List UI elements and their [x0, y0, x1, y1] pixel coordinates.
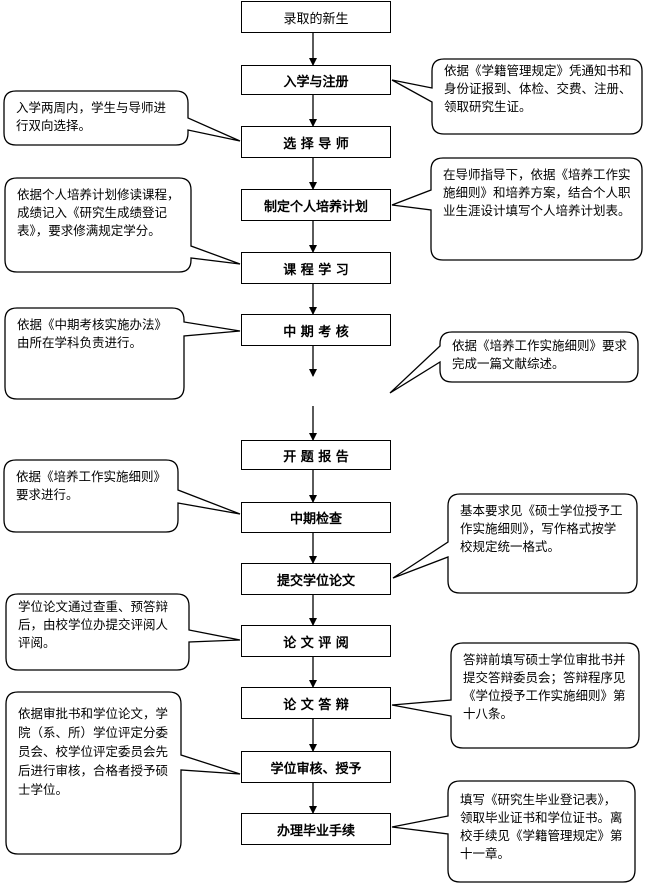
- step-thesis-defense: 论 文 答 辩: [241, 687, 391, 719]
- step-training-plan: 制定个人培养计划: [241, 189, 391, 221]
- note-defense: 答辩前填写硕士学位审批书并提交答辩委员会；答辩程序见《学位授予工作实施细则》第十…: [463, 652, 626, 721]
- step-midterm-check: 中期检查: [241, 502, 391, 533]
- note-plan: 在导师指导下，依据《培养工作实施细则》和培养方案，结合个人职业生涯设计填写个人培…: [443, 167, 631, 218]
- note-proposal: 依据《培养工作实施细则》要求进行。: [16, 469, 167, 502]
- callout-bubble: [5, 691, 241, 855]
- step-graduation-procedures: 办理毕业手续: [241, 813, 391, 845]
- note-graduation: 填写《研究生毕业登记表》，领取毕业证书和学位证书。离校手续见《学籍管理规定》第十…: [460, 792, 623, 861]
- note-advisor: 入学两周内，学生与导师进行双向选择。: [16, 100, 167, 133]
- callout-bubble: [391, 157, 643, 261]
- note-thesis-format: 基本要求见《硕士学位授予工作实施细则》，写作格式按学校规定统一格式。: [460, 503, 623, 554]
- step-choose-advisor: 选 择 导 师: [241, 126, 391, 158]
- callout-bubble: [391, 58, 643, 135]
- step-submit-thesis: 提交学位论文: [241, 563, 391, 595]
- callout-bubble: [392, 493, 638, 594]
- step-coursework: 课 程 学 习: [241, 252, 391, 284]
- note-literature-review: 依据《培养工作实施细则》要求完成一篇文献综述。: [452, 338, 628, 371]
- callout-bubble: [3, 90, 241, 146]
- callout-bubble: [5, 593, 241, 671]
- note-midterm: 依据《中期考核实施办法》由所在学科负责进行。: [17, 317, 168, 350]
- callout-bubble: [391, 780, 636, 883]
- note-evaluation: 学位论文通过查重、预答辩后，由校学位办提交评阅人评阅。: [18, 599, 169, 650]
- step-midterm-assessment: 中 期 考 核: [241, 314, 391, 346]
- callout-bubble: [4, 307, 241, 400]
- callout-bubble: [391, 642, 640, 749]
- step-enrollment: 入学与注册: [241, 65, 391, 95]
- callout-bubble: [389, 331, 639, 394]
- note-degree-review: 依据审批书和学位论文，学院（系、所）学位评定分委员会、校学位评定委员会先后进行审…: [18, 706, 169, 797]
- callout-bubble: [4, 177, 241, 273]
- step-thesis-review: 论 文 评 阅: [241, 625, 391, 657]
- step-degree-conferral: 学位审核、授予: [241, 751, 391, 783]
- step-admitted-students: 录取的新生: [241, 1, 391, 33]
- note-coursework: 依据个人培养计划修读课程，成绩记入《研究生成绩登记表》，要求修满规定学分。: [17, 187, 180, 238]
- step-proposal-report: 开 题 报 告: [241, 440, 391, 470]
- callout-bubble: [3, 459, 241, 533]
- note-registration: 依据《学籍管理规定》凭通知书和身份证报到、体检、交费、注册、领取研究生证。: [444, 63, 632, 114]
